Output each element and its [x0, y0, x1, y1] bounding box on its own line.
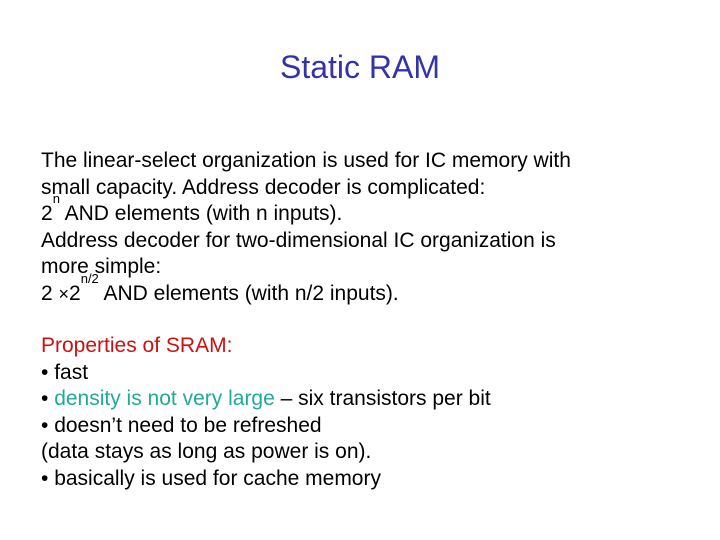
property-item-continuation: (data stays as long as power is on).	[41, 440, 372, 463]
bullet-icon: •	[41, 360, 55, 384]
bullet-icon: •	[41, 413, 55, 437]
formula-base: 2	[41, 202, 53, 225]
slide-title: Static RAM	[279, 49, 441, 85]
paragraph-line: Address decoder for two-dimensional IC o…	[41, 228, 556, 252]
bullet-icon: •	[41, 387, 55, 410]
formula-prefix: 2	[41, 281, 59, 305]
formula-text: AND elements (with n inputs).	[59, 202, 343, 225]
formula-line-2d: 2 ×2n/2 AND elements (with n/2 inputs).	[41, 272, 701, 308]
formula-line-linear: 2n AND elements (with n inputs).	[41, 192, 701, 228]
property-item: • density is not very large – six transi…	[41, 387, 491, 410]
formula-text: AND elements (with n/2 inputs).	[98, 281, 399, 305]
bullet-icon: •	[41, 466, 55, 490]
properties-heading: Properties of SRAM:	[41, 334, 233, 357]
formula-base: 2	[69, 281, 81, 305]
highlight-text: density is not very large	[54, 387, 275, 410]
property-item: • fast	[41, 360, 89, 384]
slide-body: The linear-select organization is used f…	[41, 148, 701, 492]
paragraph-line: The linear-select organization is used f…	[41, 149, 571, 172]
paragraph-line: small capacity. Address decoder is compl…	[41, 175, 486, 199]
formula-exponent: n/2	[80, 270, 99, 286]
spacer	[41, 307, 701, 333]
multiply-symbol: ×	[58, 283, 70, 304]
property-item: • basically is used for cache memory	[41, 466, 381, 490]
property-item: • doesn’t need to be refreshed	[41, 413, 322, 437]
paragraph-line: more simple:	[41, 255, 162, 278]
formula-exponent: n	[52, 191, 60, 206]
